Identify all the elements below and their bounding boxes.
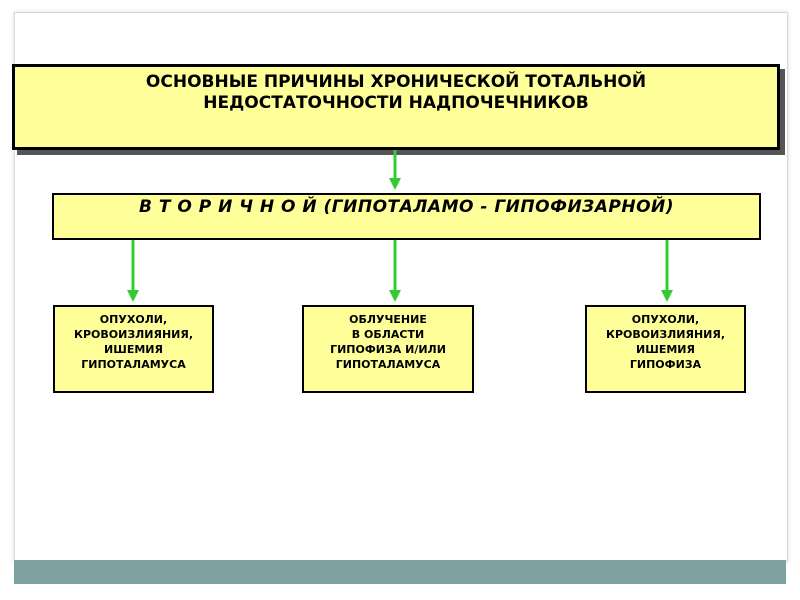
cause-line: ОБЛУЧЕНИЕ	[349, 313, 427, 326]
cause-line: ГИПОТАЛАМУСА	[335, 358, 441, 371]
cause-line: ИШЕМИЯ	[104, 343, 163, 356]
cause-line: ОПУХОЛИ,	[631, 313, 700, 326]
cause-line: ГИПОФИЗА	[629, 358, 702, 371]
secondary-label: В Т О Р И Ч Н О Й (ГИПОТАЛАМО - ГИПОФИЗА…	[138, 197, 675, 217]
cause-line: В ОБЛАСТИ	[351, 328, 425, 341]
secondary-box: В Т О Р И Ч Н О Й (ГИПОТАЛАМО - ГИПОФИЗА…	[52, 193, 761, 240]
cause-line: ГИПОФИЗА И/ИЛИ	[330, 343, 446, 356]
cause-box-pituitary: ОПУХОЛИ, КРОВОИЗЛИЯНИЯ, ИШЕМИЯ ГИПОФИЗА	[585, 305, 746, 393]
cause-line: ИШЕМИЯ	[636, 343, 695, 356]
cause-line: ГИПОТАЛАМУСА	[81, 358, 186, 371]
cause-box-hypothalamus: ОПУХОЛИ, КРОВОИЗЛИЯНИЯ, ИШЕМИЯ ГИПОТАЛАМ…	[53, 305, 214, 393]
cause-line: КРОВОИЗЛИЯНИЯ,	[605, 328, 726, 341]
bottom-band	[14, 560, 786, 584]
title-line-1: ОСНОВНЫЕ ПРИЧИНЫ ХРОНИЧЕСКОЙ ТОТАЛЬНОЙ	[145, 72, 647, 92]
cause-line: КРОВОИЗЛИЯНИЯ,	[73, 328, 194, 341]
title-box: ОСНОВНЫЕ ПРИЧИНЫ ХРОНИЧЕСКОЙ ТОТАЛЬНОЙ Н…	[12, 64, 780, 150]
title-line-2: НЕДОСТАТОЧНОСТИ НАДПОЧЕЧНИКОВ	[203, 93, 589, 113]
cause-box-irradiation: ОБЛУЧЕНИЕ В ОБЛАСТИ ГИПОФИЗА И/ИЛИ ГИПОТ…	[302, 305, 474, 393]
cause-line: ОПУХОЛИ,	[99, 313, 168, 326]
